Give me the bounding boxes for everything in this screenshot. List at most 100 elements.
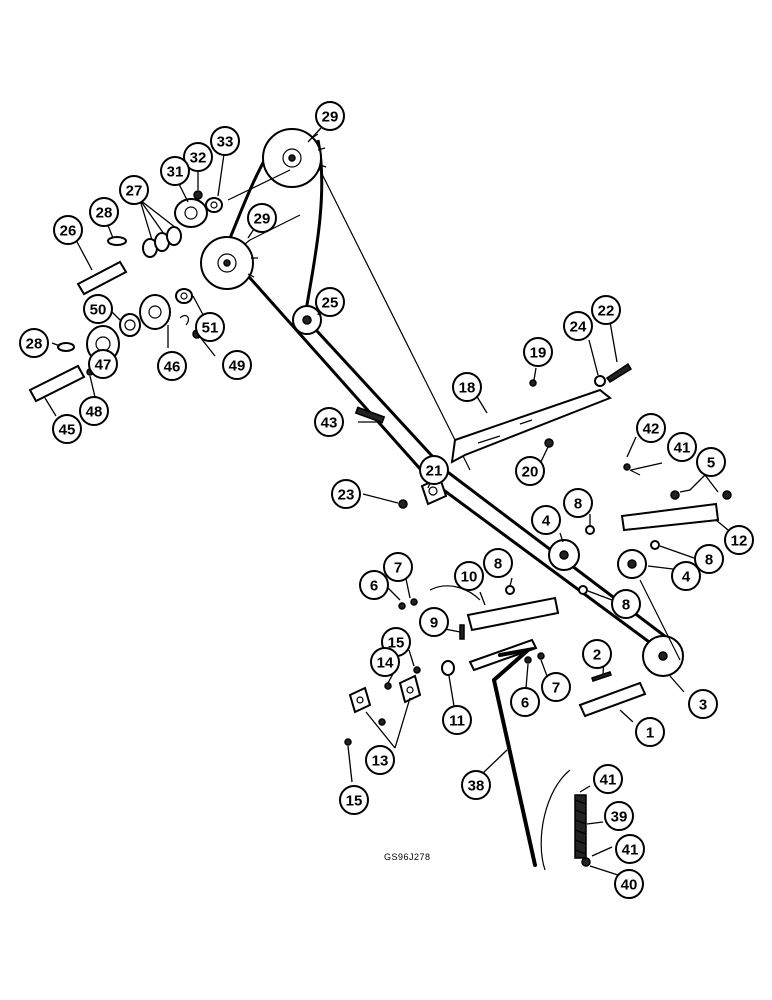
- callout-19: 19: [523, 337, 553, 367]
- callout-label: 22: [598, 303, 615, 320]
- callout-8: 8: [483, 548, 513, 578]
- callout-label: 5: [707, 455, 715, 472]
- callout-circle: [83, 294, 113, 324]
- callout-label: 3: [699, 697, 707, 714]
- callout-41: 41: [667, 432, 697, 462]
- lower-sprocket: [639, 579, 684, 677]
- callout-circle: [210, 126, 240, 156]
- callout-26: 26: [53, 215, 83, 245]
- callout-circle: [635, 717, 665, 747]
- callout-8: 8: [611, 589, 641, 619]
- callout-label: 12: [731, 533, 748, 550]
- middle-sprocket: [200, 236, 258, 290]
- callout-48: 48: [79, 396, 109, 426]
- callout-38: 38: [461, 770, 491, 800]
- callout-49: 49: [222, 350, 252, 380]
- callout-circle: [19, 328, 49, 358]
- callout-label: 45: [59, 422, 76, 439]
- callout-label: 29: [254, 211, 271, 228]
- callout-label: 20: [522, 464, 539, 481]
- callout-40: 40: [614, 869, 644, 899]
- callout-circle: [688, 689, 718, 719]
- callout-label: 6: [521, 695, 529, 712]
- callout-4: 4: [531, 505, 561, 535]
- callout-label: 27: [126, 183, 143, 200]
- callout-circle: [370, 647, 400, 677]
- callout-circle: [671, 561, 701, 591]
- callout-circle: [461, 770, 491, 800]
- callout-label: 2: [593, 647, 601, 664]
- callout-label: 8: [705, 552, 713, 569]
- washer-set: [142, 226, 182, 258]
- callout-label: 15: [346, 793, 363, 810]
- callout-2: 2: [582, 639, 612, 669]
- callout-circle: [604, 801, 634, 831]
- callout-3: 3: [688, 689, 718, 719]
- callout-41: 41: [593, 764, 623, 794]
- callout-circle: [452, 372, 482, 402]
- callout-circle: [53, 215, 83, 245]
- callout-circle: [315, 287, 345, 317]
- callout-circle: [183, 142, 213, 172]
- callout-33: 33: [210, 126, 240, 156]
- callout-label: 21: [426, 463, 443, 480]
- callout-8: 8: [694, 544, 724, 574]
- callout-circle: [339, 785, 369, 815]
- callout-circle: [314, 407, 344, 437]
- callout-21: 21: [419, 455, 449, 485]
- callout-label: 26: [60, 223, 77, 240]
- callout-47: 47: [88, 349, 118, 379]
- callout-label: 42: [643, 421, 660, 438]
- callout-label: 50: [90, 302, 107, 319]
- callout-42: 42: [636, 413, 666, 443]
- callout-6: 6: [359, 570, 389, 600]
- callout-label: 38: [468, 778, 485, 795]
- callout-label: 23: [338, 487, 355, 504]
- callout-circle: [359, 570, 389, 600]
- callout-circle: [593, 764, 623, 794]
- callout-circle: [365, 745, 395, 775]
- callout-circle: [531, 505, 561, 535]
- callout-label: 14: [377, 655, 394, 672]
- callout-label: 41: [622, 842, 639, 859]
- callout-15: 15: [339, 785, 369, 815]
- callout-label: 7: [552, 680, 560, 697]
- callout-28: 28: [19, 328, 49, 358]
- callout-5: 5: [696, 447, 726, 477]
- callout-circle: [419, 607, 449, 637]
- callout-circle: [694, 544, 724, 574]
- callout-circle: [582, 639, 612, 669]
- callout-6: 6: [510, 687, 540, 717]
- callout-24: 24: [563, 311, 593, 341]
- upper-sprocket: [262, 128, 327, 188]
- callout-label: 15: [388, 635, 405, 652]
- callout-label: 31: [167, 164, 184, 181]
- callout-32: 32: [183, 142, 213, 172]
- callout-label: 18: [459, 380, 476, 397]
- callout-7: 7: [383, 552, 413, 582]
- callout-label: 11: [449, 713, 465, 730]
- callout-circle: [636, 413, 666, 443]
- callout-1: 1: [635, 717, 665, 747]
- callout-41: 41: [615, 834, 645, 864]
- drive-shaft: [578, 671, 647, 718]
- callout-circle: [563, 488, 593, 518]
- callout-circle: [442, 705, 472, 735]
- callout-51: 51: [195, 312, 225, 342]
- figure-code: GS96J278: [384, 852, 431, 862]
- callout-46: 46: [157, 351, 187, 381]
- callout-circle: [119, 175, 149, 205]
- callout-label: 51: [202, 320, 219, 337]
- right-plate: [620, 463, 732, 532]
- callout-circle: [157, 351, 187, 381]
- callout-13: 13: [365, 745, 395, 775]
- callout-circle: [52, 414, 82, 444]
- callout-circle: [615, 834, 645, 864]
- callout-label: 13: [372, 753, 389, 770]
- callout-label: 19: [530, 345, 547, 362]
- callout-11: 11: [442, 705, 472, 735]
- leader-lines: [44, 127, 729, 876]
- callout-14: 14: [370, 647, 400, 677]
